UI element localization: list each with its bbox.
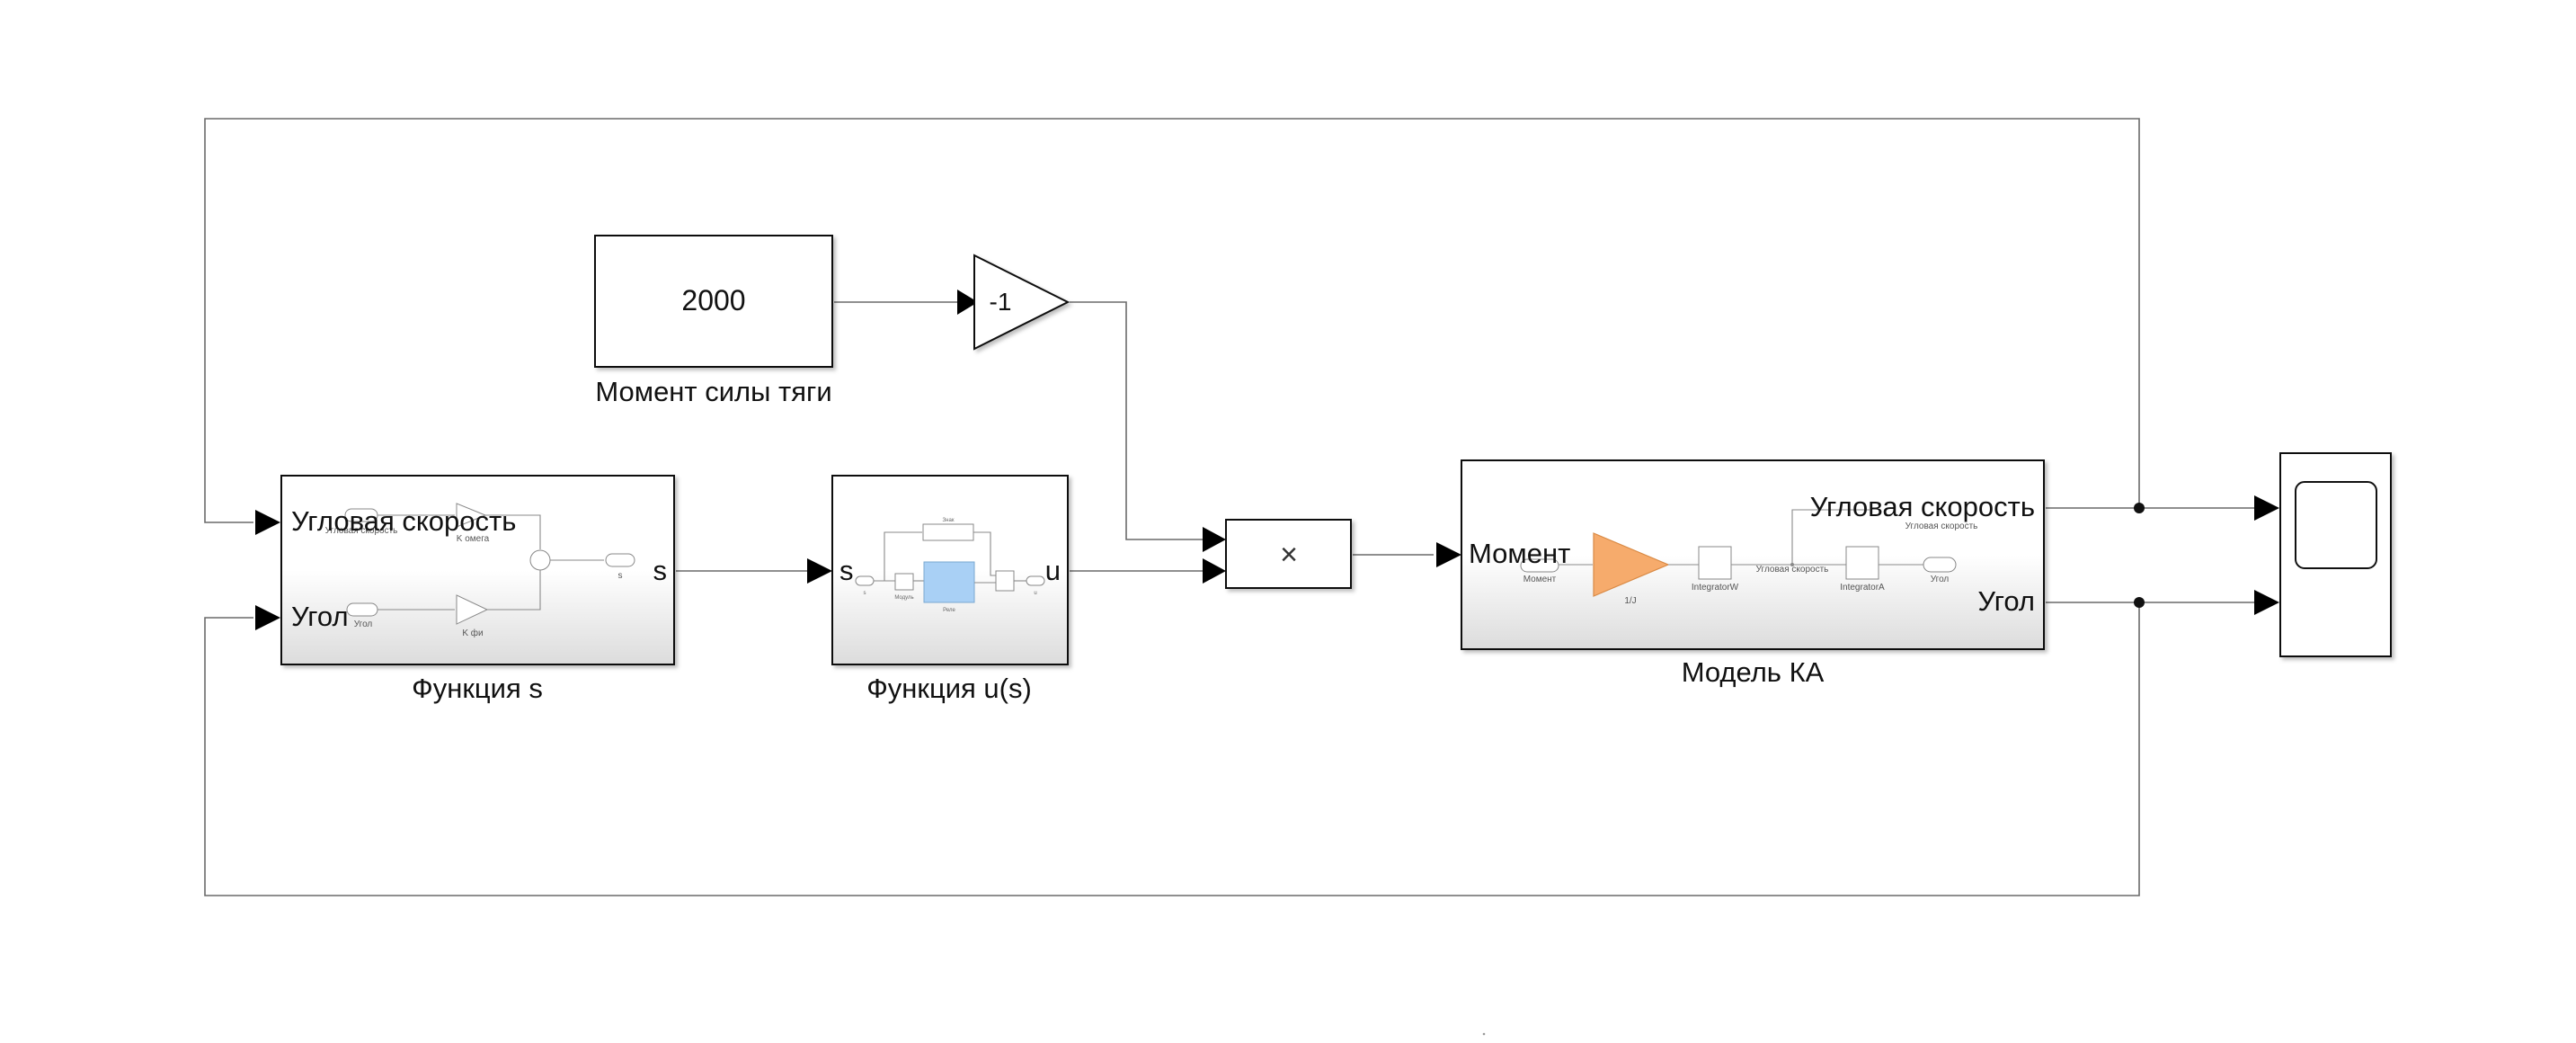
arrow-gain-in [957, 290, 978, 315]
model-port-out1: Угловая скорость [1810, 491, 2035, 522]
inner-tag-angle: Угол [354, 620, 373, 629]
model-port-out2: Угол [1977, 585, 2035, 617]
inner-sum [529, 549, 551, 571]
scope-screen-icon [2295, 481, 2377, 569]
signal-lines [204, 118, 2263, 896]
function-u-inner-diagram: s Модуль Знак Реле u [855, 518, 1045, 613]
func-s-port-in1: Угловая скорость [291, 505, 516, 537]
model-label: Модель КА [1682, 656, 1825, 688]
branch-point-omega [2134, 503, 2145, 513]
canvas-marker [1482, 1032, 1486, 1036]
inner-outport-u [1026, 575, 1045, 586]
inner-inport-moment [1520, 558, 1559, 573]
inner-tag-u-out: u [1034, 591, 1036, 596]
model-port-in: Момент [1469, 538, 1570, 569]
inner-relay-label: Реле [943, 608, 955, 613]
constant-block[interactable]: 2000 Момент силы тяги [594, 235, 833, 407]
product-block[interactable]: × [1225, 519, 1352, 589]
arrow-func-s-in1 [255, 510, 280, 535]
inner-relay-block [923, 561, 975, 603]
branch-point-angle [2134, 597, 2145, 608]
inner-integrator-w-label: IntegratorW [1692, 583, 1739, 593]
arrowheads [255, 290, 2279, 630]
inner-abs-block [894, 573, 914, 591]
arrow-product-in2 [1203, 558, 1226, 584]
inner-gain-1-over-j-label: 1/J [1624, 596, 1636, 606]
arrow-func-u-in [807, 558, 832, 584]
constant-value: 2000 [681, 284, 745, 316]
inner-tag-angle-out: Угол [1931, 575, 1950, 584]
inner-tag-s-in: s [864, 591, 866, 596]
inner-gain-k-phi [456, 594, 489, 625]
inner-integrator-a-label: IntegratorA [1840, 583, 1885, 593]
gain-value: -1 [990, 288, 1012, 316]
inner-outport-s [605, 553, 635, 567]
func-s-port-in2: Угол [291, 601, 349, 632]
wire-feedback-omega[interactable] [204, 118, 2140, 523]
inner-integrator-w [1698, 546, 1732, 580]
inner-sign-label: Знак [943, 518, 955, 523]
inner-integrator-a [1845, 546, 1879, 580]
inner-gain-k-omega-label: K омега [457, 534, 490, 544]
inner-outport-angle [1923, 557, 1957, 573]
inner-gain-k-omega [456, 503, 487, 528]
inner-gain-1-over-j [1593, 532, 1670, 597]
product-symbol: × [1280, 538, 1298, 572]
inner-tag-s: s [618, 571, 623, 581]
gain-block[interactable]: -1 [973, 254, 1070, 351]
arrow-scope-in2 [2254, 590, 2279, 615]
model-ka-inner-diagram: Момент 1/J IntegratorW Угловая скорость … [1520, 509, 1978, 606]
arrow-func-s-in2 [255, 605, 280, 630]
inner-tag-moment: Момент [1523, 575, 1557, 584]
inner-sign-block [922, 523, 974, 541]
scope-block[interactable] [2279, 452, 2392, 657]
inner-tag-omega-out: Угловая скорость [1905, 522, 1978, 531]
inner-gain-k-phi-label: K фи [462, 628, 483, 638]
constant-label: Момент силы тяги [595, 376, 831, 407]
func-s-port-out: s [653, 555, 668, 586]
func-u-label: Функция u(s) [866, 673, 1032, 704]
inner-product-block [995, 570, 1015, 592]
inner-tag-omega: Угловая скорость [325, 526, 398, 536]
wire-feedback-angle[interactable] [204, 602, 2140, 896]
function-s-inner-diagram: Угловая скорость K омега Угол K фи s [325, 503, 635, 638]
arrow-product-in1 [1203, 527, 1226, 552]
function-s-subsystem[interactable]: Угловая скорость K омега Угол K фи s Угл… [280, 475, 675, 704]
inner-inport-angle [346, 602, 378, 617]
inner-inport-s [855, 575, 875, 586]
wire-gain-to-product[interactable] [1070, 301, 1204, 540]
func-s-label: Функция s [412, 673, 543, 704]
func-u-port-in: s [839, 555, 854, 586]
inner-tag-omega-mid: Угловая скорость [1756, 565, 1829, 575]
function-u-subsystem[interactable]: s Модуль Знак Реле u s u Функция u(s) [831, 475, 1069, 704]
arrow-scope-in1 [2254, 495, 2279, 521]
arrow-model-in [1436, 542, 1461, 567]
func-u-port-out: u [1045, 555, 1061, 586]
inner-abs-label: Модуль [894, 595, 913, 601]
model-ka-subsystem[interactable]: Момент 1/J IntegratorW Угловая скорость … [1461, 459, 2045, 688]
